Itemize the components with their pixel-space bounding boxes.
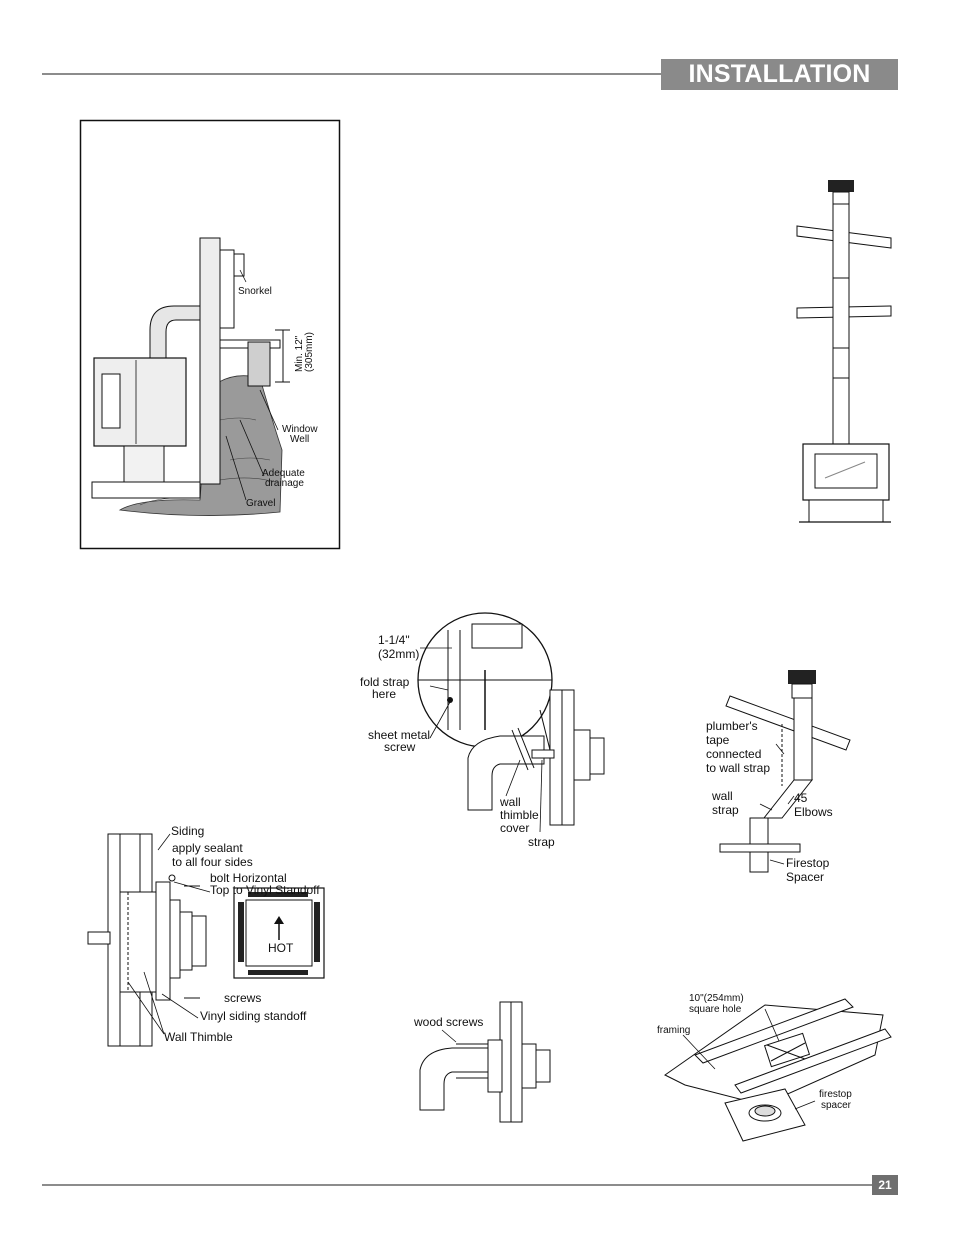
wood-screws-label: wood screws — [413, 1015, 483, 1029]
hot-label: HOT — [268, 941, 294, 955]
footer-rule — [42, 1184, 872, 1186]
sheet-metal-screw-label-2: screw — [384, 740, 416, 754]
window-well-label: Window — [282, 424, 318, 435]
vertical-chimney-figure — [796, 180, 892, 523]
strap-dimension-label: 1-1/4" — [378, 633, 410, 647]
sealant-label: apply sealant — [172, 841, 243, 855]
plumbers-tape-label-2: tape — [706, 733, 730, 747]
window-well-figure: Snorkel Min. 12" (305mm) Window Well Ade… — [79, 119, 341, 550]
header-rule — [42, 73, 661, 75]
offset-chimney-figure: plumber's tape connected to wall strap w… — [706, 670, 851, 884]
min-height-label: Min. 12" — [294, 335, 305, 372]
plumbers-tape-label-4: to wall strap — [706, 761, 770, 775]
wall-thimble-cover-label-3: cover — [500, 821, 529, 835]
elbows-label-2: Elbows — [794, 805, 833, 819]
wall-thimble-label: Wall Thimble — [164, 1030, 233, 1044]
square-hole-label-2: square hole — [689, 1004, 742, 1015]
wall-strap-label: wall — [711, 789, 733, 803]
sheet-metal-screw-label: sheet metal — [368, 728, 430, 742]
firestop-spacer-label: Firestop — [786, 856, 830, 870]
strap-label: strap — [528, 835, 555, 849]
section-title: INSTALLATION — [661, 59, 898, 90]
window-well-label-2: Well — [290, 434, 309, 445]
snorkel-label: Snorkel — [238, 286, 272, 297]
fold-strap-label-2: here — [372, 687, 396, 701]
wall-strap-label-2: strap — [712, 803, 739, 817]
sealant-label-2: to all four sides — [172, 855, 253, 869]
page-number: 21 — [872, 1175, 898, 1195]
plumbers-tape-label: plumber's — [706, 719, 758, 733]
wall-thimble-cover-label: wall — [499, 795, 521, 809]
screws-label: screws — [224, 991, 261, 1005]
vinyl-siding-figure: Siding apply sealant to all four sides b… — [87, 824, 325, 1047]
bolt-label-2: Top to Vinyl Standoff — [210, 883, 320, 897]
firestop-spacer-label-b-2: spacer — [821, 1100, 852, 1111]
wall-strap-detail-figure: 1-1/4" (32mm) fold strap here sheet meta… — [360, 612, 605, 849]
firestop-spacer-label-b: firestop — [819, 1089, 852, 1100]
firestop-spacer-label-2: Spacer — [786, 870, 824, 884]
wood-screws-figure: wood screws — [413, 1001, 551, 1123]
framing-label: framing — [657, 1025, 690, 1036]
plumbers-tape-label-3: connected — [706, 747, 761, 761]
drainage-label-2: drainage — [265, 478, 304, 489]
wall-thimble-cover-label-2: thimble — [500, 808, 539, 822]
square-hole-label: 10"(254mm) — [689, 993, 744, 1004]
bolt-label: bolt Horizontal — [210, 871, 287, 885]
elbows-label: 45 — [794, 791, 808, 805]
drainage-label: Adequate — [262, 468, 305, 479]
vinyl-standoff-label: Vinyl siding standoff — [200, 1009, 307, 1023]
min-height-metric-label: (305mm) — [304, 332, 315, 372]
siding-label: Siding — [171, 824, 204, 838]
firestop-framing-figure: 10"(254mm) square hole framing firestop … — [657, 993, 892, 1142]
fold-strap-label: fold strap — [360, 675, 410, 689]
strap-dimension-metric-label: (32mm) — [378, 647, 419, 661]
gravel-label: Gravel — [246, 498, 275, 509]
